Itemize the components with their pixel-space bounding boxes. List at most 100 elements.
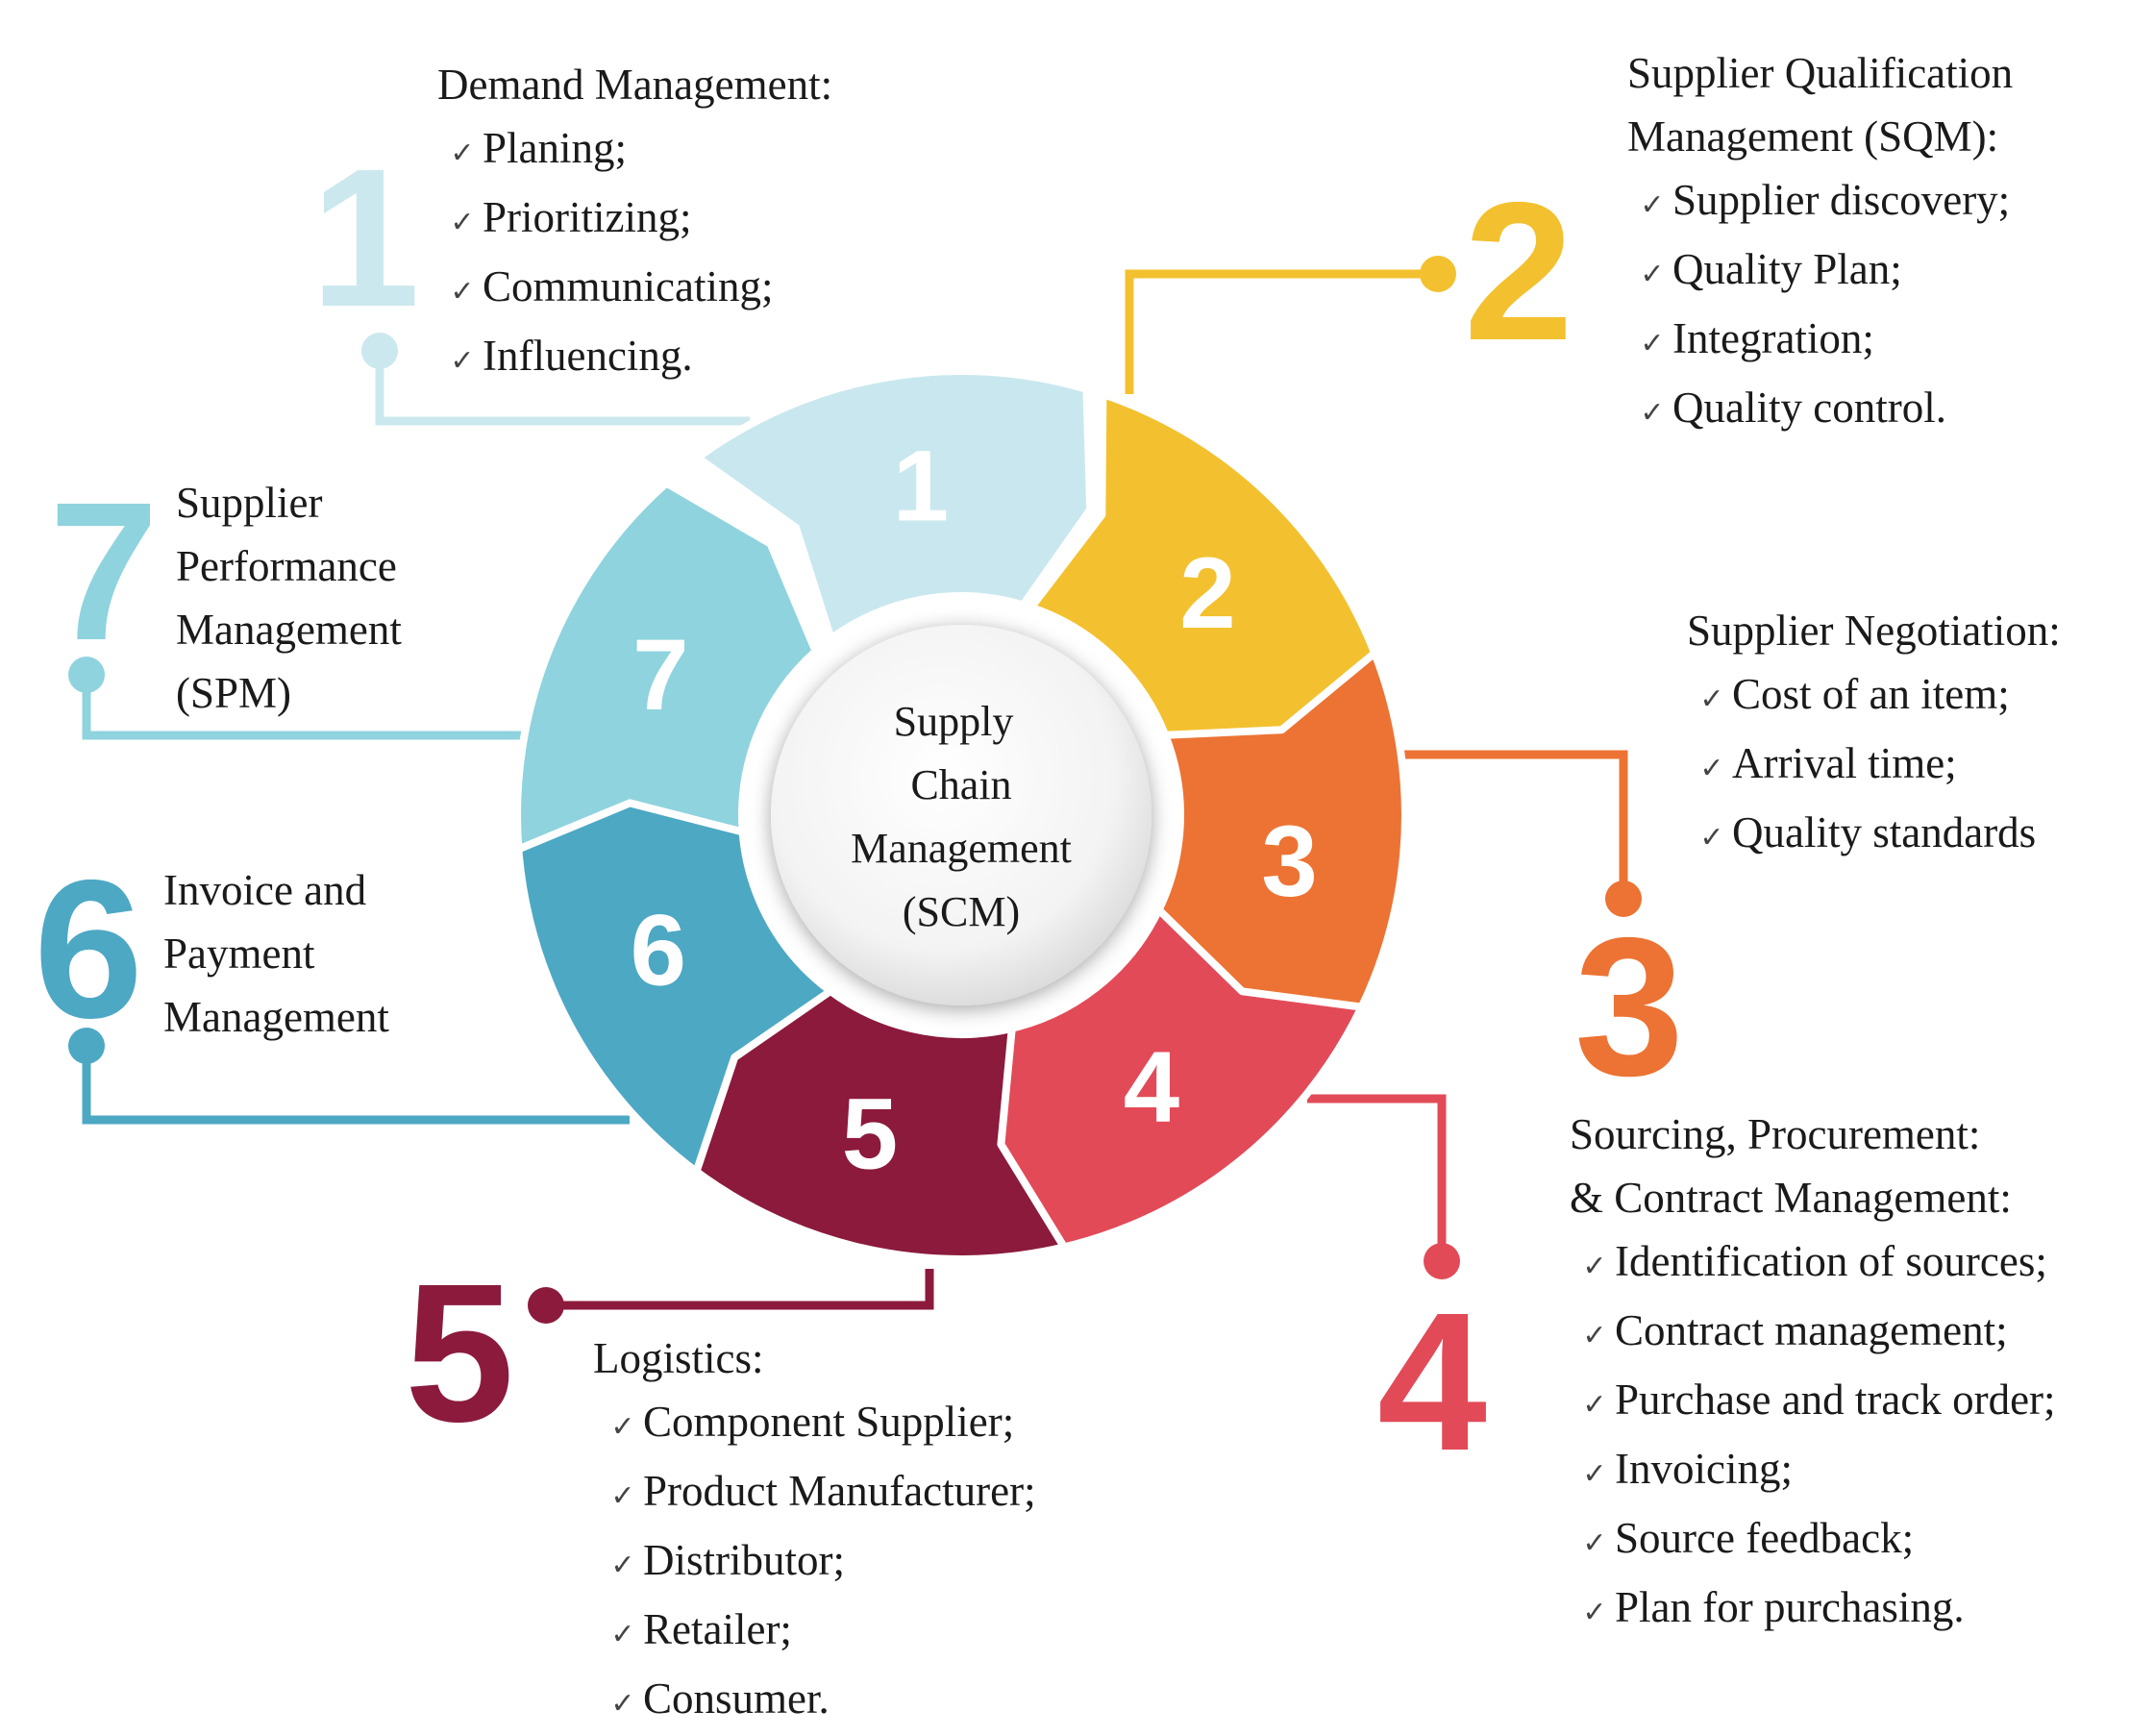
check-icon: ✓ (1582, 1319, 1607, 1352)
callout-negotiation-items: ✓Cost of an item;✓Arrival time;✓Quality … (1692, 662, 2061, 870)
ring-segment-number-5: 5 (842, 1079, 898, 1191)
check-icon: ✓ (1582, 1596, 1607, 1629)
connector-2 (1125, 269, 1438, 394)
check-icon: ✓ (1640, 258, 1665, 291)
callout-logistics-items-item: ✓Product Manufacturer; (603, 1459, 1036, 1528)
callout-sourcing-title-2: & Contract Management: (1570, 1174, 2012, 1222)
callout-sourcing-items-item: ✓Plan for purchasing. (1574, 1575, 2056, 1645)
callout-spm-title-1: Supplier (176, 479, 323, 527)
callout-logistics-items-item: ✓Distributor; (603, 1528, 1036, 1598)
callout-logistics-items-item-text: Distributor; (643, 1536, 845, 1584)
callout-sqm-items-item: ✓Quality control. (1632, 376, 2013, 445)
callout-sourcing-items-item: ✓Identification of sources; (1574, 1229, 2056, 1299)
connector-7 (82, 675, 533, 740)
ring-segment-number-4: 4 (1124, 1031, 1179, 1144)
check-icon: ✓ (1640, 396, 1665, 430)
callout-spm-title-3: Management (176, 606, 402, 654)
callout-spm-title-2: Performance (176, 542, 397, 590)
center-circle (771, 625, 1152, 1005)
callout-logistics-items: ✓Component Supplier;✓Product Manufacture… (603, 1390, 1036, 1736)
callout-sourcing-items-item-text: Plan for purchasing. (1615, 1583, 1965, 1631)
check-icon: ✓ (450, 344, 475, 378)
check-icon: ✓ (1582, 1388, 1607, 1422)
callout-sqm-items-item-text: Quality control. (1672, 384, 1946, 432)
check-icon: ✓ (1582, 1526, 1607, 1560)
connector-dot-3 (1605, 880, 1642, 917)
callout-number-1: 1 (310, 128, 420, 348)
callout-sqm-title-2: Management (SQM): (1627, 112, 1999, 161)
check-icon: ✓ (610, 1687, 635, 1721)
connector-5 (546, 1269, 934, 1310)
callout-spm: Supplier Performance Management (SPM) (176, 471, 402, 725)
center-title-line-2: Chain (910, 761, 1011, 808)
callout-sqm-items-item: ✓Integration; (1632, 307, 2013, 376)
callout-demand-items-item-text: Communicating; (483, 262, 774, 310)
check-icon: ✓ (610, 1618, 635, 1651)
callout-invoice: Invoice and Payment Management (163, 858, 389, 1049)
callout-number-3: 3 (1574, 897, 1684, 1117)
callout-sqm: Supplier Qualification Management (SQM):… (1627, 41, 2013, 445)
callout-spm-title-4: (SPM) (176, 669, 292, 717)
ring-segment-number-7: 7 (632, 619, 688, 732)
ring-segment-7 (513, 479, 820, 854)
callout-demand-items-item-text: Planing; (483, 124, 628, 172)
callout-demand-items-item: ✓Planing; (442, 116, 832, 186)
callout-sourcing-items-item: ✓Source feedback; (1574, 1506, 2056, 1575)
callout-demand-items-item-text: Prioritizing; (483, 193, 692, 241)
callout-invoice-title-3: Management (163, 993, 389, 1041)
check-icon: ✓ (1582, 1457, 1607, 1491)
connectors (68, 256, 1642, 1324)
check-icon: ✓ (1699, 752, 1724, 785)
connector-dot-6 (68, 1028, 105, 1064)
check-icon: ✓ (1699, 682, 1724, 716)
callout-invoice-title-1: Invoice and (163, 866, 367, 914)
check-icon: ✓ (610, 1479, 635, 1513)
check-icon: ✓ (1640, 327, 1665, 360)
callout-invoice-title-2: Payment (163, 930, 315, 978)
connector-3 (1394, 750, 1628, 899)
ring-segment-number-2: 2 (1179, 537, 1235, 650)
callout-logistics-items-item-text: Product Manufacturer; (643, 1467, 1036, 1515)
callout-sourcing-items-item: ✓Purchase and track order; (1574, 1368, 2056, 1437)
check-icon: ✓ (450, 136, 475, 170)
callout-number-6: 6 (34, 839, 143, 1059)
connector-1 (375, 351, 750, 426)
callout-demand-items-item: ✓Prioritizing; (442, 186, 832, 255)
callout-demand-items-item: ✓Communicating; (442, 255, 832, 324)
callout-logistics-items-item: ✓Retailer; (603, 1598, 1036, 1667)
callout-sourcing-items-item: ✓Invoicing; (1574, 1437, 2056, 1506)
connector-dot-4 (1424, 1243, 1460, 1279)
callout-negotiation-items-item-text: Arrival time; (1732, 739, 1957, 787)
callout-logistics: Logistics: ✓Component Supplier;✓Product … (593, 1327, 1036, 1736)
center-title-line-1: Supply (894, 698, 1014, 745)
center-title-line-4: (SCM) (903, 888, 1020, 935)
connector-dot-5 (528, 1287, 564, 1324)
callout-demand-title: Demand Management: (437, 61, 833, 109)
callout-negotiation-items-item: ✓Arrival time; (1692, 732, 2061, 801)
ring-segment-number-6: 6 (631, 894, 686, 1006)
callout-number-4: 4 (1377, 1272, 1487, 1492)
callout-logistics-items-item: ✓Component Supplier; (603, 1390, 1036, 1459)
connector-dot-1 (361, 333, 398, 369)
callout-negotiation-items-item-text: Cost of an item; (1732, 670, 2010, 718)
check-icon: ✓ (1582, 1250, 1607, 1283)
callout-sqm-items-item-text: Quality Plan; (1672, 245, 1902, 293)
callout-number-5: 5 (405, 1243, 514, 1463)
callout-logistics-items-item-text: Component Supplier; (643, 1398, 1015, 1446)
ring-segment-number-3: 3 (1261, 806, 1317, 918)
callout-demand-items: ✓Planing;✓Prioritizing;✓Communicating;✓I… (442, 116, 832, 393)
connector-dot-7 (68, 657, 105, 693)
callout-sourcing: Sourcing, Procurement: & Contract Manage… (1570, 1103, 2056, 1645)
check-icon: ✓ (1640, 188, 1665, 222)
callout-negotiation: Supplier Negotiation: ✓Cost of an item;✓… (1687, 599, 2061, 870)
callout-sourcing-items-item-text: Purchase and track order; (1615, 1376, 2056, 1424)
callout-sourcing-items-item-text: Source feedback; (1615, 1514, 1915, 1562)
connector-6 (82, 1046, 630, 1125)
check-icon: ✓ (610, 1410, 635, 1444)
callout-sqm-items-item-text: Supplier discovery; (1672, 176, 2011, 224)
callout-demand-items-item: ✓Influencing. (442, 324, 832, 393)
check-icon: ✓ (1699, 821, 1724, 855)
connector-dot-2 (1420, 256, 1456, 292)
